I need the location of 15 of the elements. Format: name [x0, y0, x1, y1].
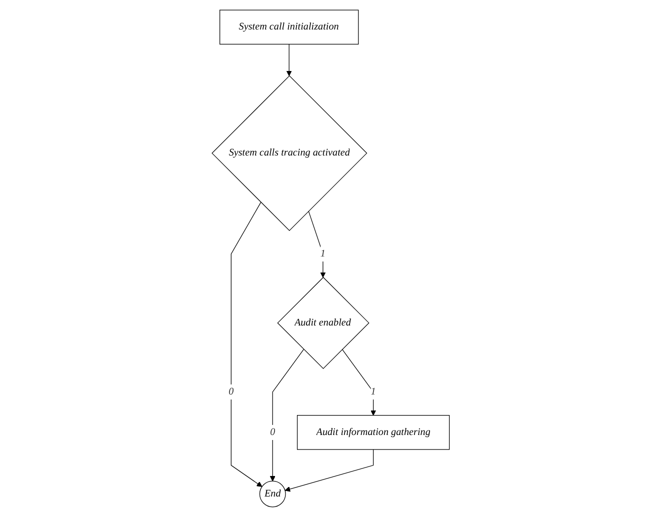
edge-label: 1 [320, 248, 326, 260]
edge-label: 0 [270, 426, 275, 438]
arrow [308, 210, 326, 278]
arrow [230, 202, 262, 487]
edge-label: 1 [370, 386, 376, 398]
edge-label: 0 [228, 386, 234, 398]
node-box [296, 415, 450, 450]
node-diamond [211, 75, 367, 231]
arrow [286, 44, 292, 76]
arrow [342, 349, 376, 416]
arrow [270, 349, 304, 482]
node-circle [259, 480, 286, 508]
arrow [284, 449, 374, 492]
node-box [219, 10, 358, 45]
node-diamond [277, 276, 370, 369]
